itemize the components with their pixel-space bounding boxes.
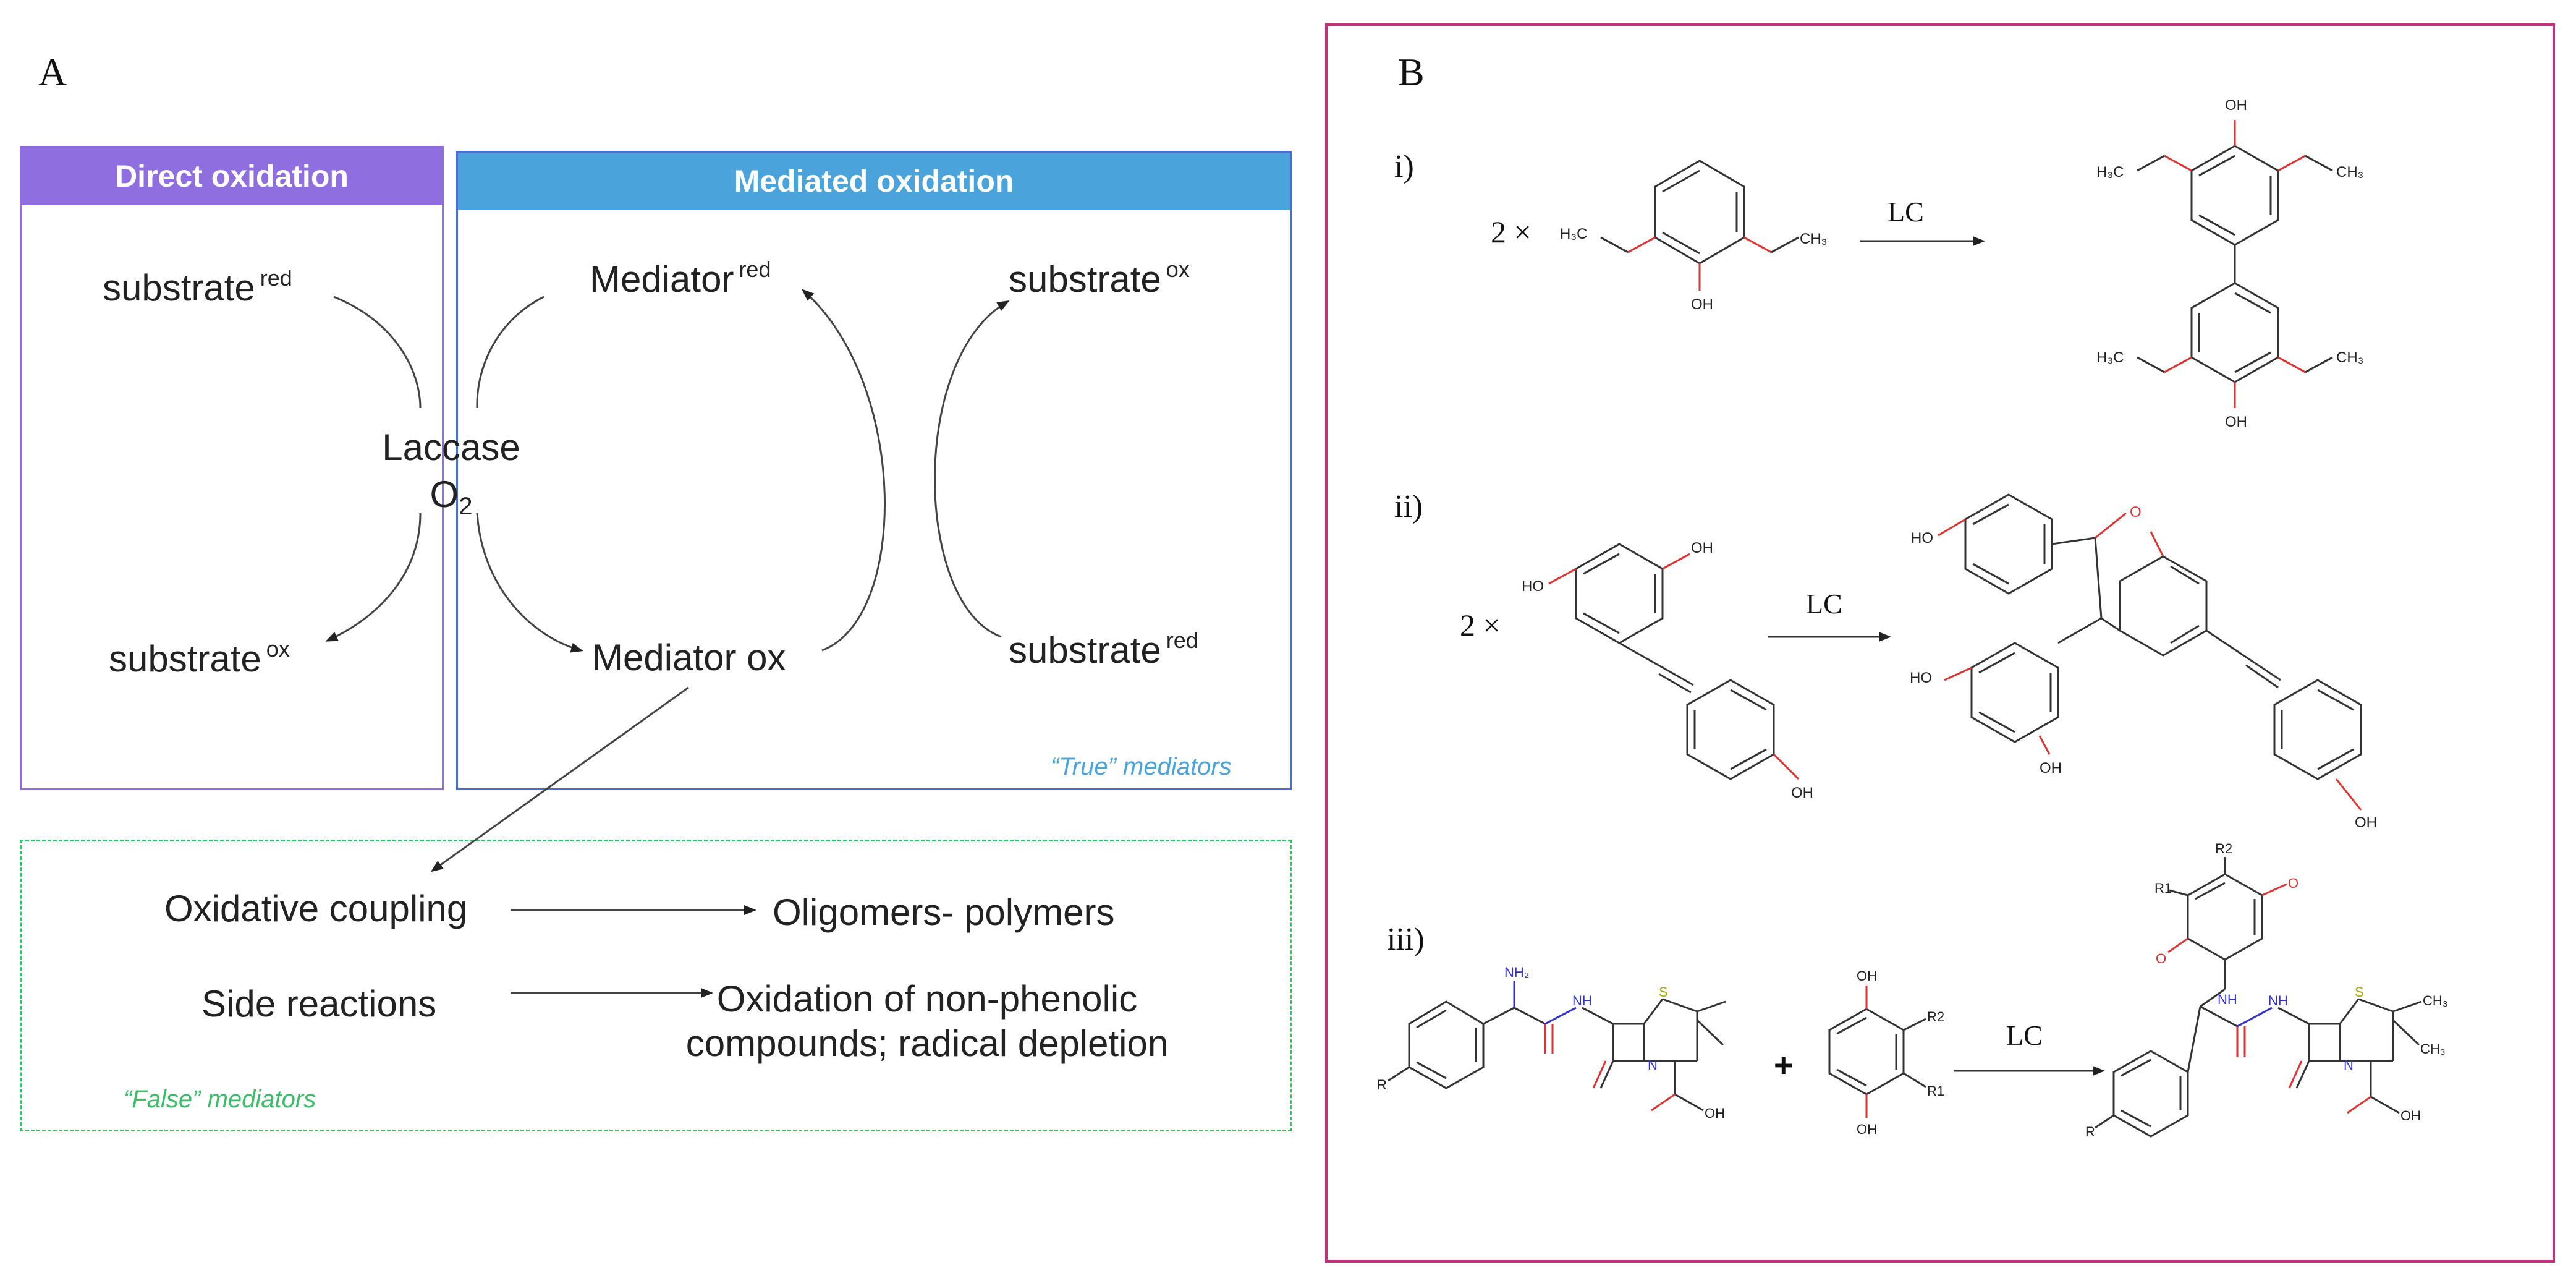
svg-text:HO: HO: [1910, 670, 1932, 686]
reaction-ii-reactant: [1548, 543, 1800, 780]
panel-b-structures: H₃C CH₃ OH OH H₃C CH₃ H₃C CH₃ OH: [1377, 97, 2448, 1139]
panel-b-letter: B: [1398, 50, 1425, 94]
panel-b-border: [1325, 23, 2555, 1263]
mediator-ox: Mediator ox: [592, 637, 786, 678]
reaction-iii-plus: +: [1774, 1047, 1794, 1084]
svg-text:H₃C: H₃C: [1560, 226, 1587, 242]
oxidation-non-phenolic-label: Oxidation of non-phenolic compounds; rad…: [685, 978, 1169, 1064]
svg-text:NH: NH: [1572, 993, 1592, 1008]
svg-text:NH: NH: [2218, 992, 2237, 1007]
svg-text:NH: NH: [2268, 993, 2288, 1008]
svg-text:CH₃: CH₃: [2336, 164, 2363, 181]
mediator-cycle-arrow: [802, 289, 886, 652]
direct-oxidation-header: Direct oxidation: [22, 148, 442, 205]
svg-text:N: N: [1648, 1057, 1658, 1073]
svg-text:N: N: [2344, 1057, 2354, 1073]
side-reactions-label: Side reactions: [201, 983, 437, 1024]
svg-text:R2: R2: [1927, 1009, 1944, 1024]
reaction-i-reactant-labels: H₃C CH₃ OH: [1560, 226, 1827, 313]
svg-text:CH₃: CH₃: [2423, 993, 2448, 1008]
direct-arrow-in: [333, 296, 422, 409]
svg-text:H₃C: H₃C: [2096, 349, 2124, 366]
svg-text:OH: OH: [1691, 540, 1713, 556]
substrate-cycle-arrow: [934, 300, 1010, 638]
reaction-ii-multiplier: 2 ×: [1460, 608, 1501, 642]
oligomers-label: Oligomers- polymers: [773, 892, 1115, 933]
reaction-i-product: [2137, 120, 2333, 408]
reaction-ii-label: ii): [1394, 489, 1423, 524]
svg-text:CH₃: CH₃: [2336, 349, 2363, 366]
panel-a-arrows: [325, 289, 1010, 998]
mediator-to-coupling-arrow: [430, 686, 689, 872]
reaction-i-lc: LC: [1888, 196, 1924, 228]
svg-text:R2: R2: [2215, 841, 2232, 856]
panel-a-letter: A: [38, 50, 67, 94]
reaction-i-label: i): [1394, 149, 1414, 184]
svg-text:R: R: [1377, 1077, 1387, 1092]
reaction-iii-reactant-1: [1388, 981, 1726, 1112]
direct-oxidation-box: Direct oxidation: [20, 146, 444, 790]
reaction-iii-reactant-1-labels: NH₂ NH N S R OH: [1377, 964, 1725, 1121]
svg-text:R: R: [2085, 1124, 2095, 1139]
reaction-iii-product: [2095, 857, 2422, 1138]
mediated-arrow-out: [476, 513, 583, 653]
reaction-i-reactant: [1600, 160, 1799, 291]
direct-arrow-out: [325, 513, 422, 642]
svg-text:NH₂: NH₂: [1504, 964, 1529, 980]
svg-text:R1: R1: [1927, 1083, 1944, 1099]
svg-text:O: O: [2156, 951, 2166, 966]
false-mediators-note: “False” mediators: [124, 1086, 316, 1113]
svg-text:OH: OH: [1791, 785, 1813, 801]
mediated-oxidation-box: Mediated oxidation: [456, 151, 1292, 790]
svg-text:OH: OH: [1691, 296, 1713, 313]
reaction-i-multiplier: 2 ×: [1491, 215, 1532, 249]
svg-text:OH: OH: [1857, 968, 1877, 984]
reaction-ii-product: [1938, 493, 2362, 811]
false-mediators-box: [20, 840, 1292, 1131]
svg-text:CH₃: CH₃: [2420, 1041, 2446, 1057]
svg-text:H₃C: H₃C: [2096, 164, 2124, 181]
svg-text:OH: OH: [1705, 1105, 1725, 1121]
svg-text:S: S: [2355, 984, 2364, 1000]
reaction-iii-reactant-2-labels: OH OH R2 R1: [1857, 968, 1944, 1137]
reaction-ii-lc: LC: [1806, 588, 1842, 620]
svg-text:HO: HO: [1522, 578, 1544, 595]
reaction-i-product-labels: OH H₃C CH₃ H₃C CH₃ OH: [2096, 97, 2363, 430]
laccase-label: Laccase: [382, 427, 520, 468]
mediated-oxidation-header: Mediated oxidation: [458, 153, 1290, 210]
svg-text:OH: OH: [2040, 760, 2062, 777]
svg-text:CH₃: CH₃: [1800, 231, 1827, 247]
svg-text:OH: OH: [2225, 97, 2247, 114]
svg-text:O: O: [2130, 504, 2142, 521]
svg-text:O: O: [2288, 875, 2298, 891]
svg-text:S: S: [1659, 984, 1668, 1000]
reaction-iii-label: iii): [1387, 922, 1425, 957]
reaction-iii-lc: LC: [2006, 1020, 2043, 1051]
svg-text:OH: OH: [2225, 414, 2247, 430]
true-mediators-note: “True” mediators: [1051, 753, 1232, 780]
o2-label: O2: [430, 474, 473, 520]
reaction-ii-reactant-labels: OH HO OH: [1522, 540, 1813, 801]
reaction-iii-reactant-2: [1828, 986, 1926, 1118]
reaction-iii-product-labels: R2 R1 O O NH NH N S CH₃ CH₃ R OH: [2085, 841, 2448, 1139]
reaction-ii-product-labels: HO O HO OH OH: [1910, 504, 2377, 831]
oxidative-coupling-label: Oxidative coupling: [164, 888, 468, 929]
svg-text:OH: OH: [2400, 1108, 2421, 1123]
svg-text:OH: OH: [2355, 814, 2377, 831]
svg-text:OH: OH: [1857, 1122, 1877, 1137]
svg-text:HO: HO: [1911, 530, 1933, 547]
mediated-arrow-in: [476, 296, 544, 409]
svg-text:R1: R1: [2154, 880, 2172, 896]
